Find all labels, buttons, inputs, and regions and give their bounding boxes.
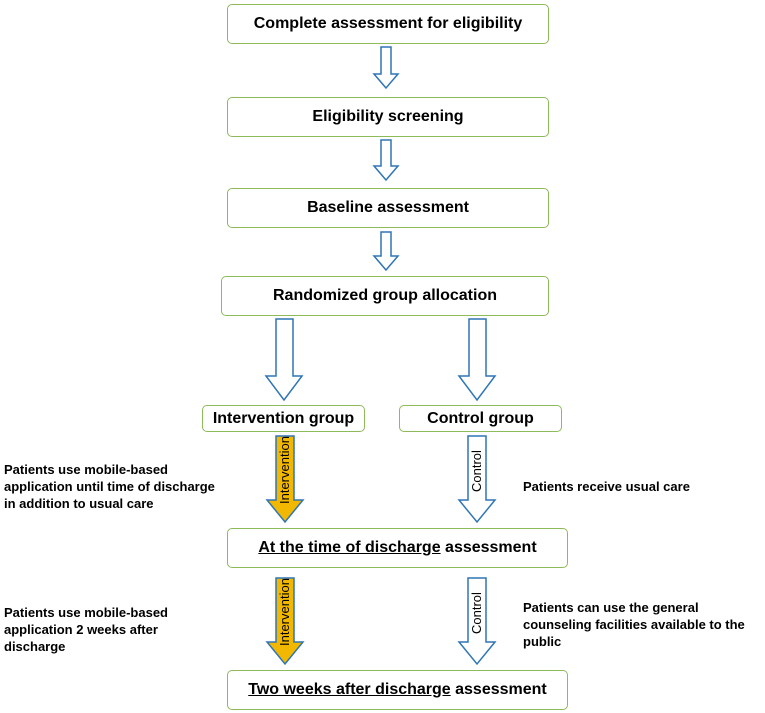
two-weeks-assessment-label: Two weeks after discharge assessment	[248, 681, 547, 699]
note-line: application 2 weeks after	[4, 622, 158, 637]
arrow-to-control-icon	[457, 318, 497, 402]
discharge-underlined-text: At the time of discharge	[258, 539, 441, 556]
note-intervention-after-discharge: Patients use mobile-based application 2 …	[4, 604, 168, 655]
note-line: public	[523, 634, 562, 649]
arrow-2-icon	[372, 139, 400, 182]
two-weeks-rest-text: assessment	[450, 681, 547, 698]
eligibility-assessment-box: Complete assessment for eligibility	[227, 4, 549, 44]
control-group-box: Control group	[399, 405, 562, 432]
note-line: Patients receive usual care	[523, 479, 690, 494]
control-group-label: Control group	[427, 409, 534, 427]
intervention-arrow-2-icon	[265, 577, 305, 666]
randomized-allocation-box: Randomized group allocation	[221, 276, 549, 316]
control-arrow-1-icon	[457, 435, 497, 524]
arrow-to-intervention-icon	[264, 318, 304, 402]
note-line: counseling facilities available to the	[523, 617, 745, 632]
randomized-allocation-label: Randomized group allocation	[272, 287, 497, 304]
discharge-rest-text: assessment	[440, 539, 537, 556]
note-control-usual-care: Patients receive usual care	[523, 478, 690, 495]
eligibility-screening-label: Eligibility screening	[312, 108, 464, 125]
note-line: Patients use mobile-based	[4, 605, 168, 620]
note-line: Patients can use the general	[523, 600, 699, 615]
control-arrow-2-label: Control	[469, 592, 484, 634]
note-line: Patients use mobile-based	[4, 462, 168, 477]
note-line: in addition to usual care	[4, 496, 154, 511]
intervention-arrow-2-label: Intervention	[277, 578, 292, 646]
intervention-arrow-1-icon	[265, 435, 305, 524]
discharge-assessment-label: At the time of discharge assessment	[258, 539, 536, 557]
two-weeks-underlined-text: Two weeks after discharge	[248, 681, 451, 698]
intervention-group-box: Intervention group	[202, 405, 365, 432]
intervention-group-label: Intervention group	[212, 409, 355, 427]
eligibility-screening-box: Eligibility screening	[227, 97, 549, 137]
arrow-3-icon	[372, 231, 400, 272]
control-arrow-2-icon	[457, 577, 497, 666]
arrow-1-icon	[372, 46, 400, 90]
two-weeks-assessment-box: Two weeks after discharge assessment	[227, 670, 568, 710]
intervention-arrow-1-label: Intervention	[277, 436, 292, 504]
eligibility-assessment-label: Complete assessment for eligibility	[253, 15, 523, 32]
note-line: application until time of discharge	[4, 479, 215, 494]
discharge-assessment-box: At the time of discharge assessment	[227, 528, 568, 568]
note-intervention-until-discharge: Patients use mobile-based application un…	[4, 461, 215, 512]
baseline-assessment-label: Baseline assessment	[307, 199, 469, 216]
control-arrow-1-label: Control	[469, 450, 484, 492]
note-control-after-discharge: Patients can use the general counseling …	[523, 599, 745, 650]
baseline-assessment-box: Baseline assessment	[227, 188, 549, 228]
note-line: discharge	[4, 639, 66, 654]
